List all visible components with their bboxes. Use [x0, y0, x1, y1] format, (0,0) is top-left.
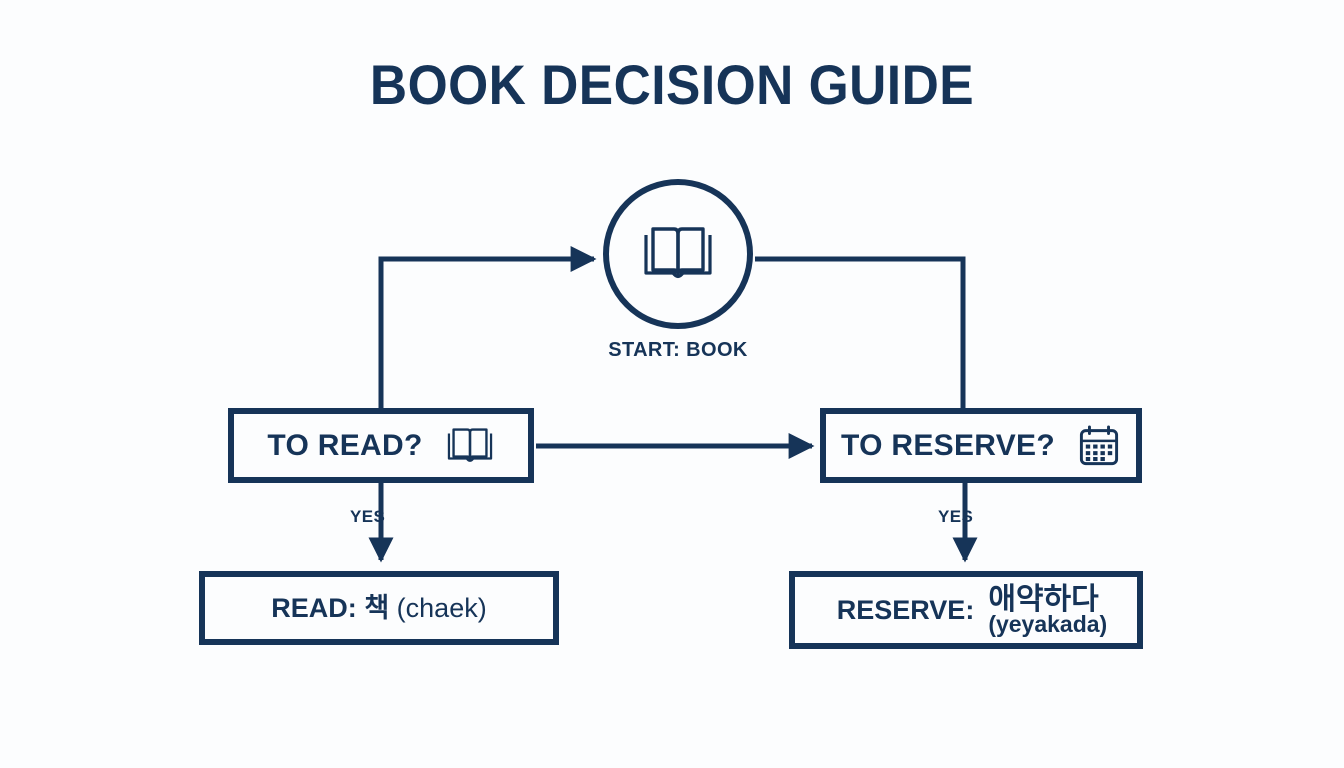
read-result-korean: 책 [364, 592, 390, 623]
open-book-icon [640, 223, 716, 285]
node-start[interactable]: START: BOOK [603, 179, 753, 361]
node-to-reserve[interactable]: TO RESERVE? [820, 408, 1142, 483]
calendar-icon [1077, 424, 1121, 468]
edge-to-read-to-start [378, 246, 597, 408]
to-read-label: TO READ? [267, 428, 423, 462]
node-reserve-result[interactable]: RESERVE: 애약하다 (yeyakada) [789, 571, 1143, 649]
open-book-icon [445, 425, 495, 467]
node-read-result[interactable]: READ: 책 (chaek) [199, 571, 559, 645]
reserve-result-text: RESERVE: 애약하다 (yeyakada) [836, 582, 1108, 637]
start-node-label: START: BOOK [608, 339, 748, 361]
to-reserve-label: TO RESERVE? [841, 428, 1055, 462]
read-result-romanization: (chaek) [396, 592, 487, 623]
edge-start-to-to-reserve [755, 256, 966, 408]
read-result-prefix: READ: [271, 592, 357, 623]
edge-label-yes-left: YES [350, 507, 386, 526]
page-title: BOOK DECISION GUIDE [369, 53, 975, 116]
reserve-result-romanization: (yeyakada) [988, 610, 1108, 637]
read-result-text: READ: 책 (chaek) [271, 592, 487, 623]
start-circle[interactable] [603, 179, 753, 329]
node-to-read[interactable]: TO READ? [228, 408, 534, 483]
edge-label-yes-right: YES [938, 507, 974, 526]
reserve-result-translation: 애약하다 (yeyakada) [988, 582, 1108, 637]
reserve-result-prefix: RESERVE: [836, 594, 975, 625]
reserve-result-korean: 애약하다 [988, 582, 1099, 616]
